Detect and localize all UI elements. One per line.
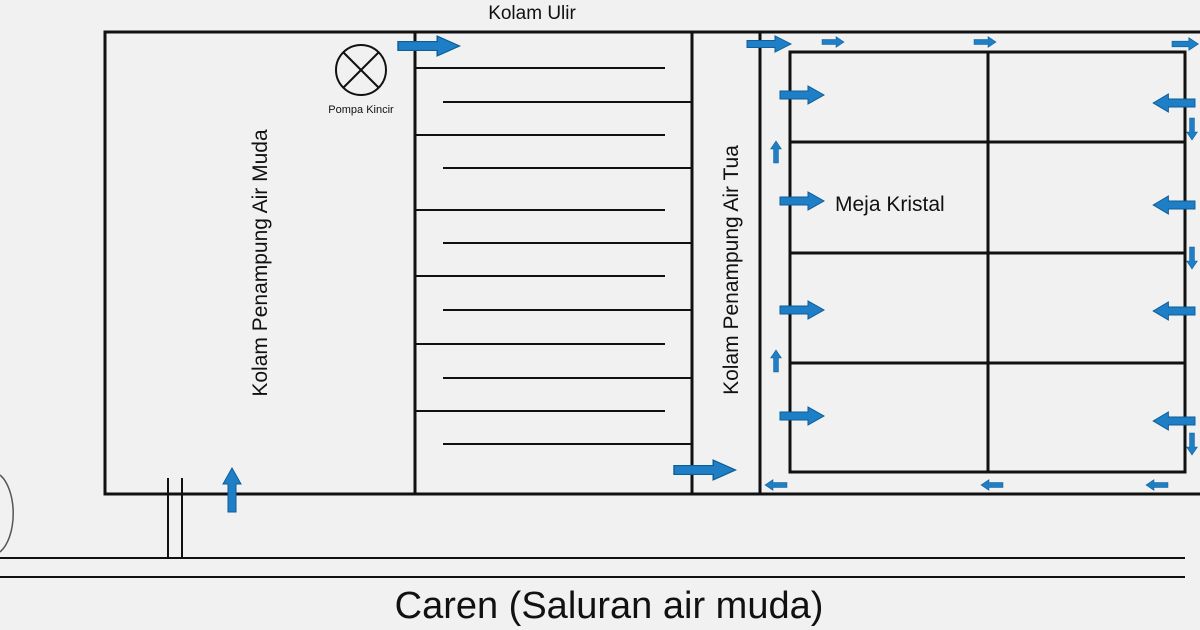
- flow-arrow-icon: [1186, 117, 1198, 141]
- flow-arrow-icon: [1152, 411, 1196, 431]
- flow-arrow-icon: [222, 467, 242, 513]
- inlet-pipe: [167, 478, 183, 558]
- meja-kristal-label: Meja Kristal: [835, 193, 945, 216]
- flow-arrow-icon: [1152, 93, 1196, 113]
- flow-arrow-icon: [770, 349, 782, 373]
- outer-boundary: [103, 30, 1200, 496]
- flow-arrow-icon: [779, 191, 825, 211]
- flow-arrow-icon: [673, 459, 737, 481]
- flow-arrow-icon: [397, 35, 461, 57]
- flow-arrow-icon: [1186, 246, 1198, 270]
- kolam-ulir-title: Kolam Ulir: [488, 3, 576, 24]
- flow-arrow-icon: [973, 36, 997, 48]
- flow-arrow-icon: [1152, 301, 1196, 321]
- flow-arrow-icon: [1145, 479, 1169, 491]
- flow-arrow-icon: [1186, 432, 1198, 456]
- flow-arrow-icon: [770, 140, 782, 164]
- flow-arrow-icon: [779, 85, 825, 105]
- kolam-air-muda-label: Kolam Penampung Air Muda: [249, 129, 272, 397]
- flow-arrow-icon: [764, 479, 788, 491]
- flow-arrow-icon: [1152, 195, 1196, 215]
- flow-arrow-icon: [779, 300, 825, 320]
- flow-arrow-icon: [980, 479, 1004, 491]
- edge-circle-fragment: [0, 474, 14, 553]
- flow-arrow-icon: [779, 406, 825, 426]
- caren-channel: [0, 557, 1185, 578]
- circle-x-icon: [335, 44, 387, 96]
- flow-arrow-icon: [746, 35, 792, 53]
- caren-label: Caren (Saluran air muda): [395, 585, 824, 627]
- pompa-kincir-label: Pompa Kincir: [328, 104, 394, 116]
- flow-arrow-icon: [1171, 37, 1199, 51]
- flow-arrow-icon: [821, 36, 845, 48]
- meja-grid-lines: [790, 52, 1185, 472]
- kolam-air-tua-label: Kolam Penampung Air Tua: [720, 145, 743, 395]
- ulir-channels: [415, 67, 692, 445]
